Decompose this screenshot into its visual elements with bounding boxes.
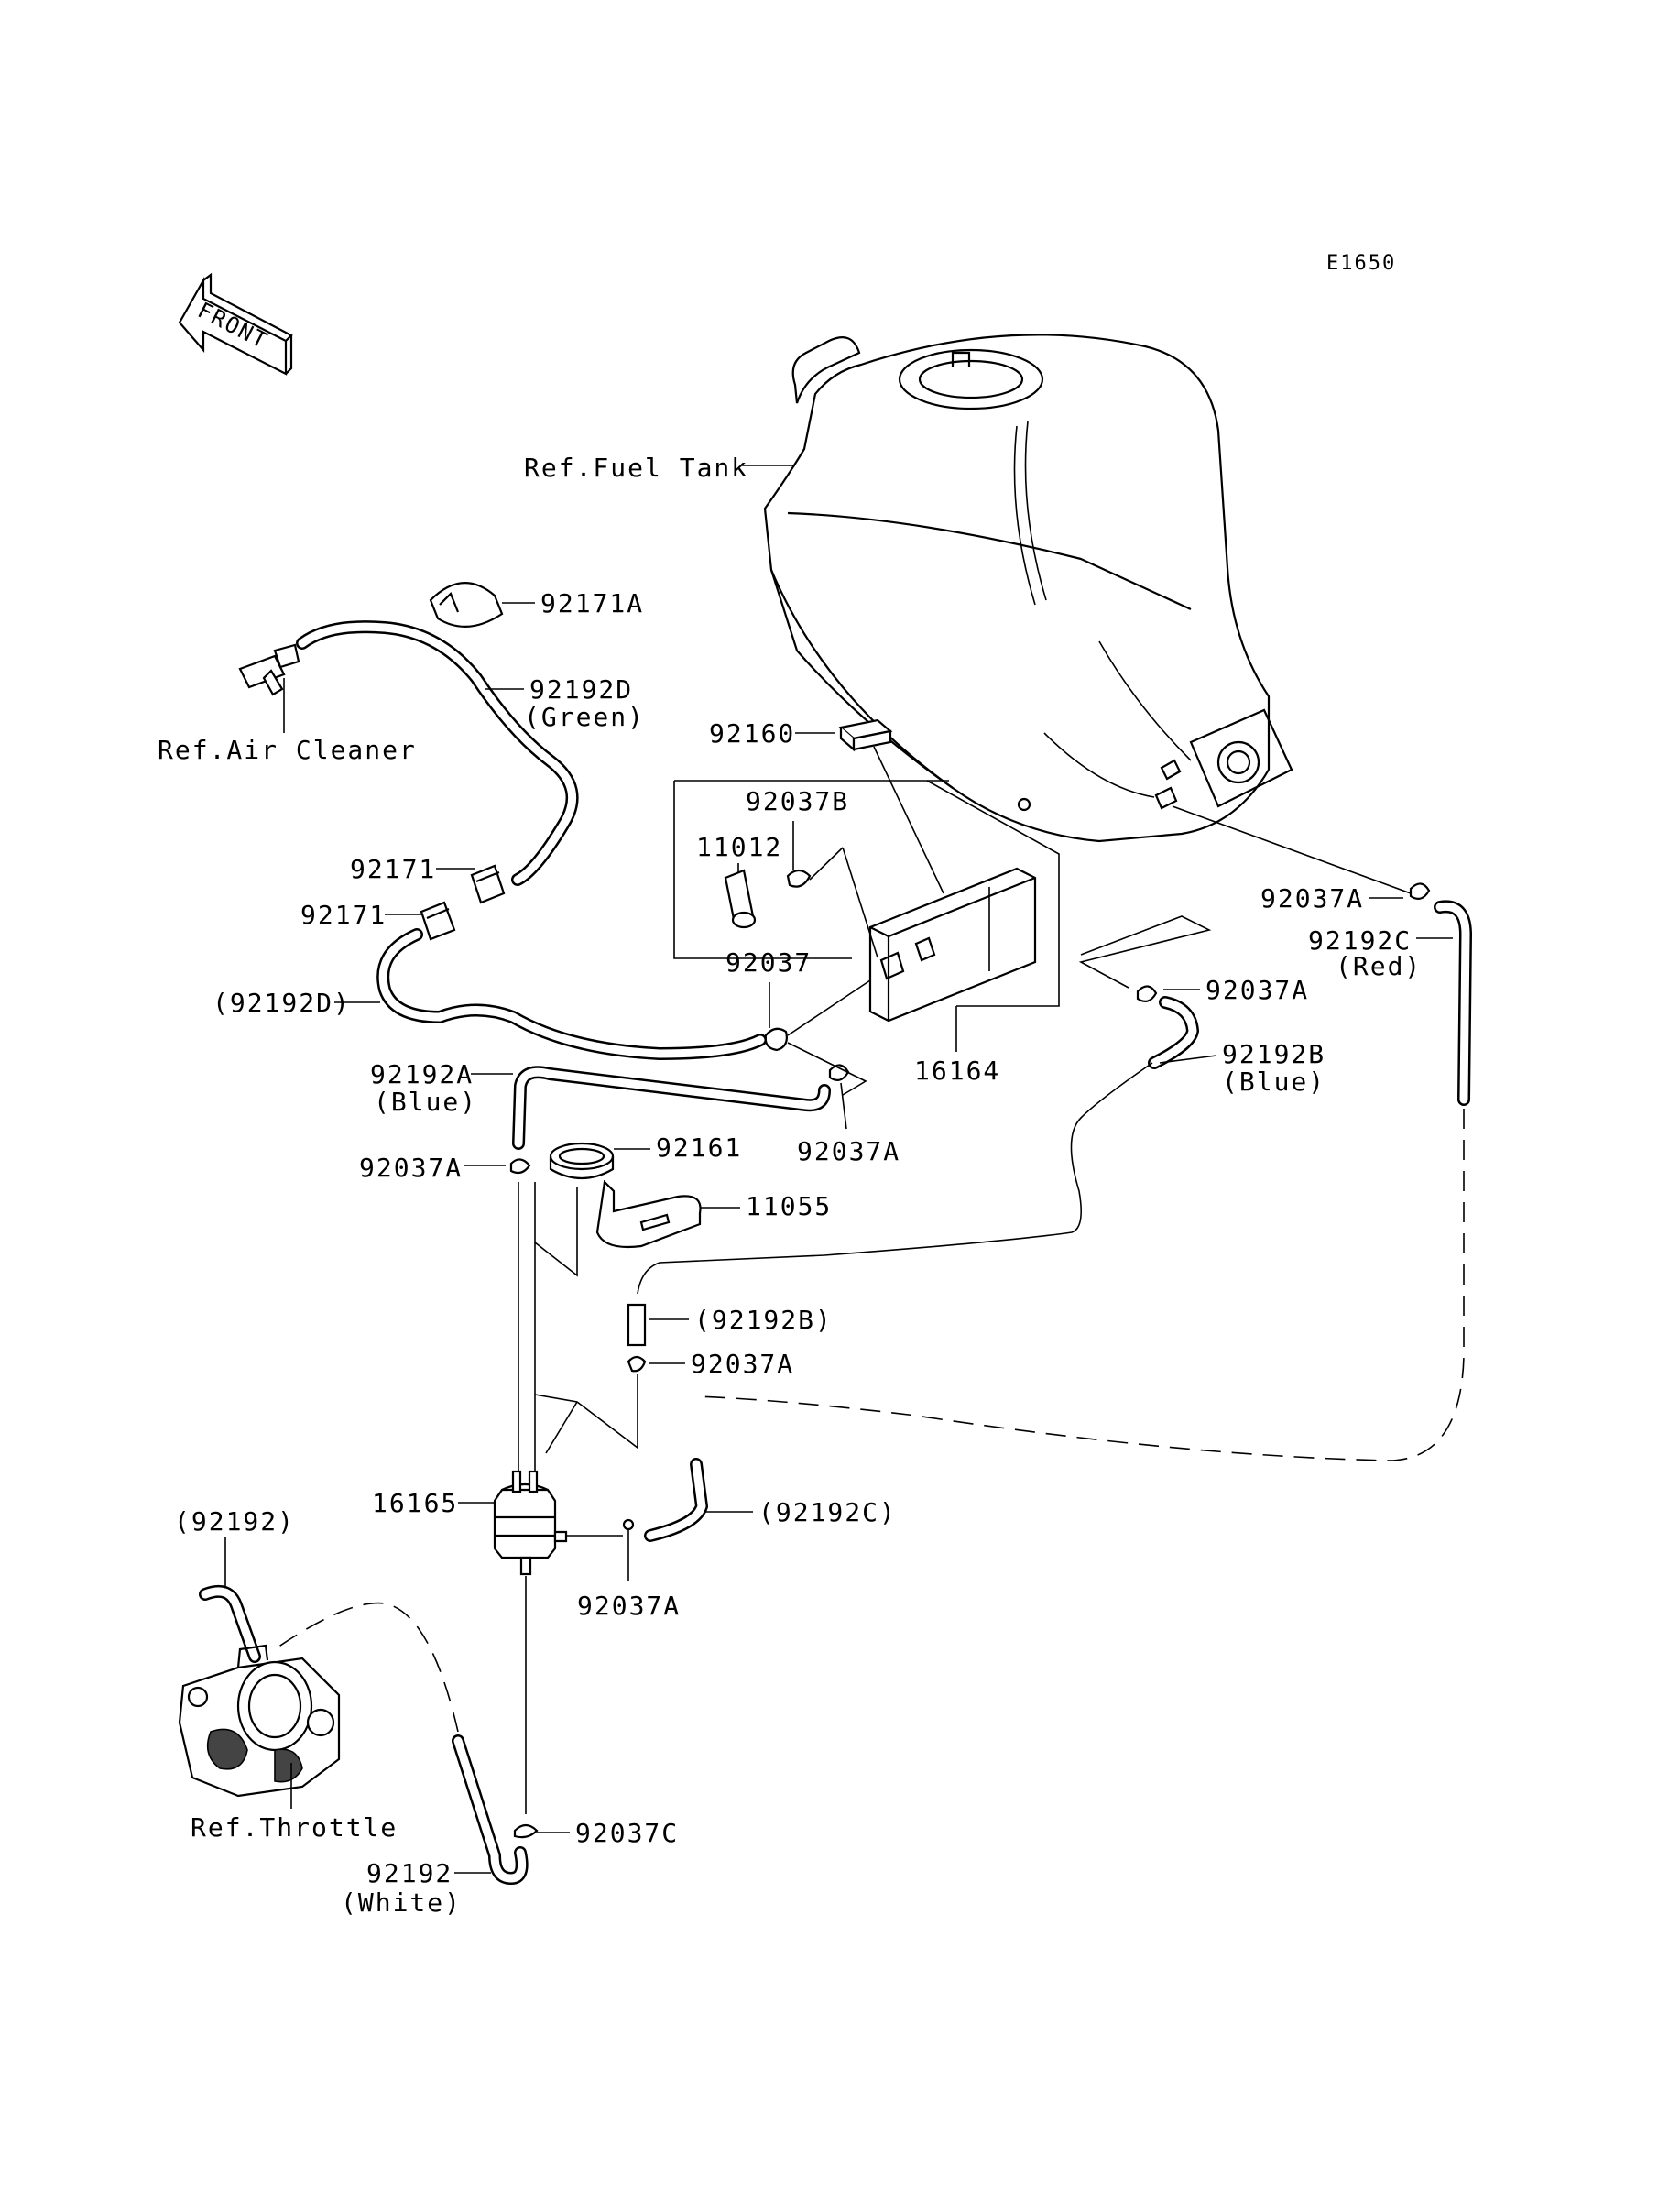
label-92192B-color: (Blue) xyxy=(1222,1067,1325,1097)
fuel-tank xyxy=(763,334,1293,843)
label-92192C: 92192C xyxy=(1308,925,1412,956)
label-92171-a: 92171 xyxy=(350,854,436,884)
label-92037A-right: 92037A xyxy=(1205,975,1309,1005)
label-92037A-tank: 92037A xyxy=(1260,883,1364,914)
clamp-92037A-bottom xyxy=(622,1518,635,1531)
label-11012: 11012 xyxy=(696,832,782,862)
label-92192C-color: (Red) xyxy=(1336,951,1422,981)
label-92037C: 92037C xyxy=(575,1818,679,1848)
label-92192D-color: (Green) xyxy=(524,702,645,732)
label-92192D-ref: (92192D) xyxy=(213,988,351,1018)
clamp-92037A-left xyxy=(509,1158,531,1175)
clamp-92171A xyxy=(429,582,504,628)
label-92192: 92192 xyxy=(366,1858,453,1888)
label-92160: 92160 xyxy=(709,718,795,749)
diagram-code: E1650 xyxy=(1326,252,1396,275)
bracket-11055 xyxy=(595,1179,702,1249)
hose-92192D-ref xyxy=(376,928,767,1060)
ref-air-cleaner-label: Ref.Air Cleaner xyxy=(158,735,417,765)
label-92037A-bottom: 92037A xyxy=(577,1591,681,1621)
ref-fuel-tank-label: Ref.Fuel Tank xyxy=(524,453,748,483)
canister-16164 xyxy=(868,867,1037,1023)
throttle-body xyxy=(178,1644,341,1798)
band-92161 xyxy=(549,1142,615,1179)
air-cleaner-fitting xyxy=(238,643,300,696)
clamp-92037C xyxy=(513,1823,539,1839)
label-92037A-mid: 92037A xyxy=(797,1136,900,1166)
clamp-92037 xyxy=(764,1027,788,1052)
label-92037A-lower: 92037A xyxy=(691,1349,794,1379)
label-92192-color: (White) xyxy=(341,1887,462,1918)
clamp-92037A-mid xyxy=(828,1064,850,1082)
label-92192A-color: (Blue) xyxy=(374,1087,477,1117)
label-92192-ref: (92192) xyxy=(174,1506,295,1537)
filter-16165 xyxy=(493,1470,568,1576)
clamp-92037B xyxy=(786,869,812,888)
clamp-92037A-right xyxy=(1136,985,1158,1003)
clamp-92037A-lower xyxy=(627,1355,647,1373)
label-92192D: 92192D xyxy=(529,674,633,705)
label-16164: 16164 xyxy=(914,1056,1000,1086)
clamp-92037A-tank xyxy=(1409,882,1431,901)
label-92192C-ref: (92192C) xyxy=(758,1497,897,1527)
label-92171A: 92171A xyxy=(540,588,644,618)
cap-11012 xyxy=(724,869,757,929)
label-92192B: 92192B xyxy=(1222,1039,1325,1069)
label-92192A: 92192A xyxy=(370,1059,474,1089)
label-92037A-left: 92037A xyxy=(359,1153,463,1183)
label-16165: 16165 xyxy=(372,1488,458,1518)
label-11055: 11055 xyxy=(746,1191,832,1221)
pad-92160 xyxy=(838,718,893,752)
label-92161: 92161 xyxy=(656,1132,742,1163)
label-92037: 92037 xyxy=(725,947,812,978)
front-arrow-icon: FRONT xyxy=(178,272,293,376)
label-92037B: 92037B xyxy=(746,786,849,816)
label-92171-b: 92171 xyxy=(300,900,387,930)
clamp-92171-b xyxy=(420,901,456,941)
ref-throttle-label: Ref.Throttle xyxy=(191,1812,398,1843)
label-92192B-ref: (92192B) xyxy=(694,1305,833,1335)
clamp-92171-a xyxy=(470,864,506,904)
hose-92192B-ref xyxy=(627,1303,647,1347)
